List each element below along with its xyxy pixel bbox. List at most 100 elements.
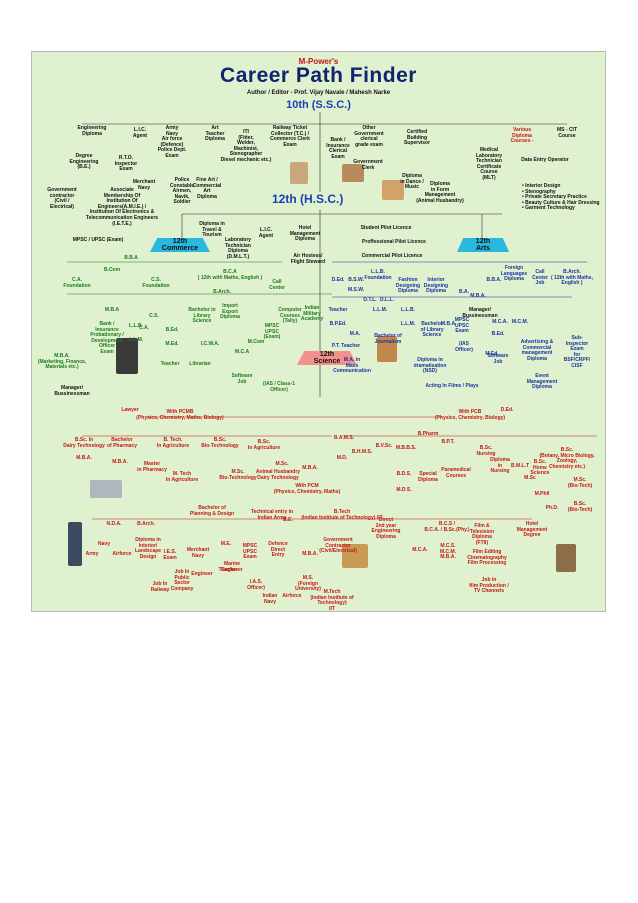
node-commerce-25: M.B.A. (Marketing, Finance, Materials et… (37, 353, 87, 371)
node-after-12th-5: Student Pilot Licence (360, 225, 412, 231)
node-after-12th-4: Air Hostess/ Flight Steward (290, 253, 326, 265)
node-commerce-10: L.L.B. (129, 323, 143, 329)
node-science-52: Merchant Navy (186, 547, 210, 559)
node-after-10th-24: • Interior Design • Stenography • Privat… (522, 183, 600, 212)
level-10th: 10th (S.S.C.) (286, 99, 351, 111)
node-arts-11: M.B.A. (470, 293, 486, 299)
node-science-65: Teacher (218, 567, 238, 573)
node-commerce-17: I.C.W.A. (200, 341, 220, 347)
node-science-54: Engineer (191, 571, 213, 577)
node-arts-13: Foreign Languages Diploma (500, 265, 528, 283)
node-science-43: Direct 2nd year Engineering Diploma (371, 517, 401, 540)
node-science-62: Job in film Production / TV Channels (469, 577, 509, 595)
node-science-37: N.D.A. (106, 521, 122, 527)
node-science-18: B.H.M.S. (351, 449, 373, 455)
illustration-pilot (290, 162, 308, 184)
node-after-10th-14: Police Constable Airmen, Navik, Soldier (169, 177, 195, 206)
node-after-10th-18: Diploma in Form Management (Animal Husba… (416, 181, 464, 204)
node-after-10th-6: Bank / Insurance Clerical Exam (326, 137, 350, 160)
node-arts-20: M.A. in Mass Communication (333, 357, 371, 375)
node-arts-0: D.Ed. (331, 277, 345, 283)
node-commerce-13: B.Ed. (165, 327, 179, 333)
illustration-journalist (377, 336, 397, 362)
node-science-67: I.A.S. Officer) (247, 579, 265, 591)
node-science-8: M.B.A. (112, 459, 128, 465)
node-arts-19: M.A. (349, 331, 361, 337)
node-science-0: With PCMB (Physics, Chemistry, Maths, Bi… (136, 409, 224, 421)
node-arts-36: Acting In Films / Plays (425, 383, 479, 389)
node-science-2: B.Sc. In Dairy Technology (63, 437, 105, 449)
node-science-29: B.Sc. (Botany, Micro Biology, Zoology, C… (539, 447, 595, 470)
node-science-68: Indian Navy (262, 593, 278, 605)
node-arts-37: Event Management Diploma (526, 373, 558, 391)
node-arts-18: P.T. Teacher (331, 343, 361, 349)
node-after-10th-3: Art Teacher Diploma (205, 125, 225, 143)
node-science-3: Bachelor of Pharmacy (106, 437, 138, 449)
node-arts-22: L.L.B. (401, 307, 415, 313)
node-commerce-20: M.Com (247, 339, 265, 345)
node-arts-1: B.S.W. (348, 277, 364, 283)
node-science-10: M. Tech In Agriculture (165, 471, 199, 483)
node-science-17: B.V.Sc. (375, 443, 393, 449)
node-science-36: B.Sc. (Bio-Tech) (567, 501, 593, 513)
node-science-41: B.E. (283, 517, 293, 523)
node-arts-30: Software Job (487, 353, 509, 365)
level-12th: 12th (H.S.C.) (272, 192, 344, 206)
node-commerce-26: Manager/ Bussinessman (54, 385, 90, 397)
illustration-clerk (342, 164, 364, 182)
node-arts-21: Bachelor of Journalism (374, 333, 402, 345)
node-commerce-27: Lawyer (121, 407, 139, 413)
node-arts-10: B.B.A. (486, 277, 502, 283)
node-science-64: Marine Engineer (221, 561, 243, 573)
node-arts-15: B.Arch. ( 12th with Maths, English ) (551, 269, 593, 287)
node-arts-35: Diploma in dramatisation (NSD) (413, 357, 447, 375)
node-arts-27: (IAS Officer) (455, 341, 473, 353)
node-commerce-14: M.Ed. (165, 341, 179, 347)
node-arts-25: M.B.A (440, 321, 456, 327)
node-commerce-1: B.B.A (124, 255, 138, 261)
node-commerce-29: (IAS / Class-1 Officer) (263, 381, 295, 393)
node-science-1: With PCB (Physics, Chemistry, Biology) (434, 409, 506, 421)
node-commerce-7: M.B.A (104, 307, 120, 313)
author-line: Author / Editor - Prof. Vijay Navale / M… (246, 90, 391, 96)
brand-name: M-Power's (298, 57, 339, 66)
node-arts-38: D.Ed. (500, 407, 514, 413)
node-science-33: M.Phil (534, 491, 550, 497)
node-science-46: Hotel Management Degree (516, 521, 548, 539)
node-science-11: M.Sc. Bio-Technology (219, 469, 257, 481)
node-arts-31: B.Ed. (491, 331, 505, 337)
node-commerce-12: C.S. (149, 313, 159, 319)
node-science-71: M.Tech (Indian Institute of Technology) … (310, 589, 354, 612)
illustration-engineer (342, 544, 368, 568)
node-science-30: B.M.L.T (510, 463, 530, 469)
node-science-26: Paramedical Courses (441, 467, 471, 479)
node-science-48: Navy (98, 541, 110, 547)
node-commerce-11: L.L.M. (128, 337, 144, 343)
stream-arts: 12th Arts (457, 238, 509, 252)
node-science-22: M.D. (336, 455, 348, 461)
node-science-63: Job In Public Sector Company (170, 569, 194, 592)
node-science-19: M.B.B.S. (395, 445, 417, 451)
node-science-60: M.C.S. M.C.M. M.B.A. (439, 543, 457, 561)
node-science-57: M.B.A. (302, 551, 318, 557)
node-science-23: B.D.S. (396, 471, 412, 477)
node-arts-33: Advertising & Commercial management Dipl… (520, 339, 554, 362)
stream-commerce: 12th Commerce (150, 238, 210, 252)
node-commerce-24: Indian Military Academy (300, 305, 324, 323)
node-after-12th-6: Proffessional Pilot Licence (362, 239, 426, 245)
node-science-42: B.Tech (Indian Institute of Technology) … (301, 509, 383, 521)
node-arts-6: L.L.M. (372, 307, 388, 313)
node-science-44: B.C.S / B.C.A. / B.Sc.(Phy.) (424, 521, 470, 533)
node-science-61: Film Editing Cinematography Film Process… (467, 549, 507, 567)
illustration-lawyer (116, 338, 138, 374)
node-after-10th-12: R.T.O. Inspector Exam (114, 155, 138, 173)
node-science-49: Airforce (112, 551, 132, 557)
node-science-14: Animal Husbandry Dairy Technology (255, 469, 301, 481)
node-commerce-15: Teacher (160, 361, 180, 367)
node-after-10th-5: Railway Ticket Collector (T.C.) / Commer… (270, 125, 310, 148)
node-commerce-2: B.Com (103, 267, 121, 273)
node-commerce-9: C.A. (139, 325, 149, 331)
node-science-28: Diploma in Nursing (490, 457, 510, 475)
node-commerce-21: M.C.A (234, 349, 250, 355)
node-after-10th-0: Engineering Diploma (77, 125, 107, 137)
